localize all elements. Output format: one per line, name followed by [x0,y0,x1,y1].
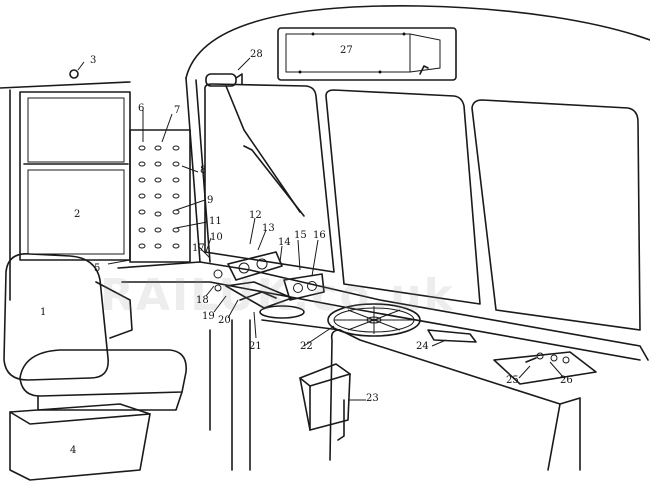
label-5: 5 [94,263,101,274]
label-26: 26 [560,375,573,386]
label-14: 14 [278,237,291,248]
label-22: 22 [300,341,313,352]
lamp-fitting [69,69,79,79]
left-windscreen [204,83,335,273]
label-21: 21 [249,341,262,352]
driver-seat [3,253,187,411]
side-window [0,81,131,301]
wiper-motor [205,73,305,217]
label-12: 12 [249,210,262,221]
label-6: 6 [138,103,145,114]
control-desk-top [117,261,649,361]
label-10: 10 [210,232,223,243]
control-box [299,363,351,441]
destination-box [277,27,457,81]
instrument-gauges [227,251,325,301]
label-17: 17 [192,243,205,254]
switch-panel [129,129,191,263]
cab-roof-outline [185,5,650,79]
label-28: 28 [250,49,263,60]
label-23: 23 [366,393,379,404]
label-8: 8 [200,165,207,176]
label-4: 4 [70,445,77,456]
label-1: 1 [40,307,47,318]
right-windscreen [471,99,641,331]
handbrake-wheel [327,303,421,337]
label-25: 25 [506,375,519,386]
footstep [9,403,151,481]
desk-plate [427,329,477,343]
watermark: RAILUK.co.uk [100,270,455,321]
label-13: 13 [262,223,275,234]
desk-switch-plate [493,351,597,385]
label-7: 7 [174,105,181,116]
label-15: 15 [294,230,307,241]
label-9: 9 [207,195,214,206]
center-windscreen [325,89,481,305]
label-18: 18 [196,295,209,306]
label-19: 19 [202,311,215,322]
label-3: 3 [90,55,97,66]
label-24: 24 [416,341,429,352]
leader-lines [77,57,565,401]
label-27: 27 [340,45,353,56]
master-controller [213,269,305,319]
label-20: 20 [218,315,231,326]
label-2: 2 [74,209,81,220]
label-11: 11 [209,216,222,227]
label-16: 16 [313,230,326,241]
